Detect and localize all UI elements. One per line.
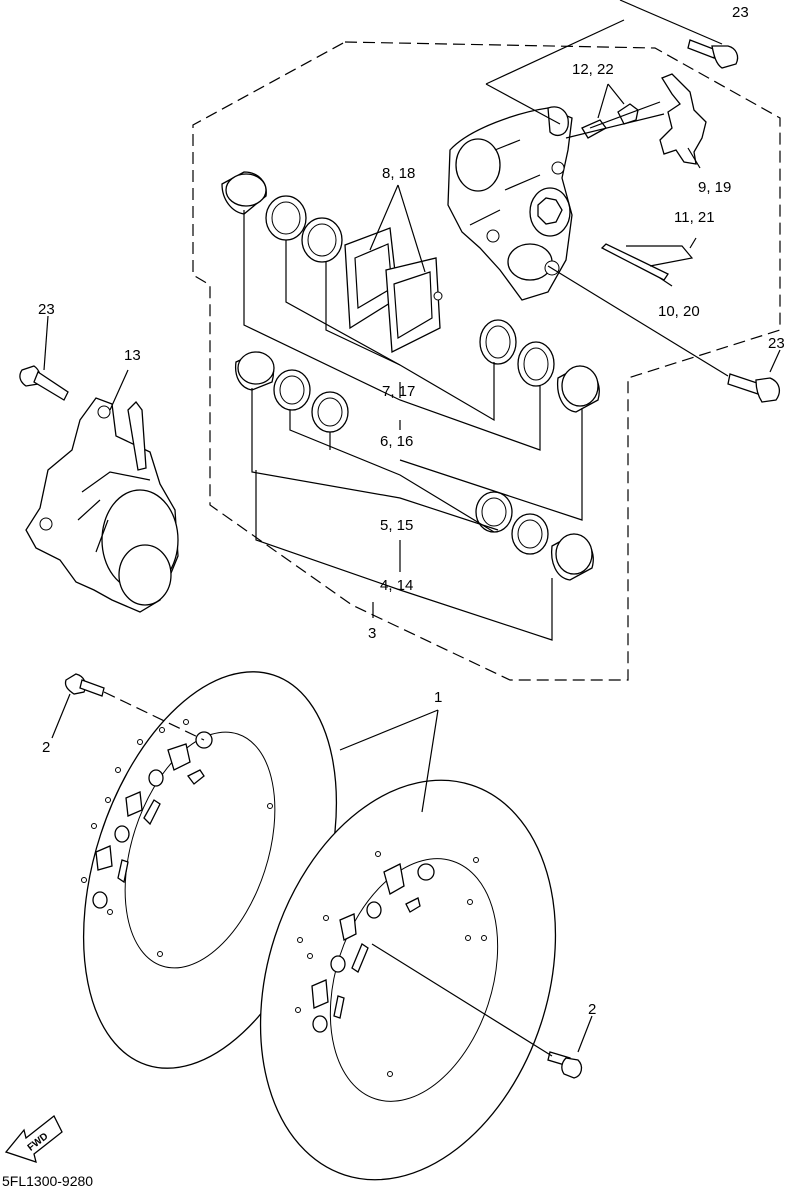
callout-2-left: 2 xyxy=(42,739,50,756)
piston-upper-left xyxy=(221,171,267,215)
callout-9-19: 9, 19 xyxy=(698,179,731,196)
callout-2-right: 2 xyxy=(588,1001,596,1018)
callout-13: 13 xyxy=(124,347,141,364)
callout-10-20: 10, 20 xyxy=(658,303,700,320)
fwd-arrow-icon: FWD xyxy=(4,1114,63,1163)
pin-clip xyxy=(626,245,694,267)
pad-pin xyxy=(600,243,669,281)
piston-upper-right xyxy=(556,365,600,413)
callout-7-17: 7, 17 xyxy=(382,383,415,400)
callout-1: 1 xyxy=(434,689,442,706)
assembly-boundary xyxy=(192,41,781,681)
caliper-left xyxy=(25,397,179,613)
bolt-23-left xyxy=(19,365,69,401)
disc-front-details xyxy=(295,851,487,1077)
callout-11-21: 11, 21 xyxy=(674,209,715,226)
pad-spring xyxy=(659,73,707,165)
disc-bolt-left xyxy=(64,673,105,697)
piston-lower-left xyxy=(234,351,275,391)
callout-4-14: 4, 14 xyxy=(380,577,413,594)
diagram-code: 5FL1300-9280 xyxy=(2,1173,93,1189)
seal-piston-leaders xyxy=(243,210,583,641)
callout-8-18: 8, 18 xyxy=(382,165,415,182)
callout-12-22: 12, 22 xyxy=(572,61,614,78)
brake-pad-b xyxy=(385,257,443,354)
brake-disc-front xyxy=(259,779,557,1181)
callout-3: 3 xyxy=(368,625,376,642)
callout-23-top: 23 xyxy=(732,4,749,21)
piston-lower-right xyxy=(550,533,594,581)
callout-23-left: 23 xyxy=(38,301,55,318)
caliper-body-upper xyxy=(447,106,573,301)
callout-23-right: 23 xyxy=(768,335,785,352)
callout-6-16: 6, 16 xyxy=(380,433,413,450)
disc-bolt-right xyxy=(547,1051,583,1079)
callout-5-15: 5, 15 xyxy=(380,517,413,534)
bolt-23-right xyxy=(727,373,781,403)
bolt-23-top xyxy=(687,39,739,69)
